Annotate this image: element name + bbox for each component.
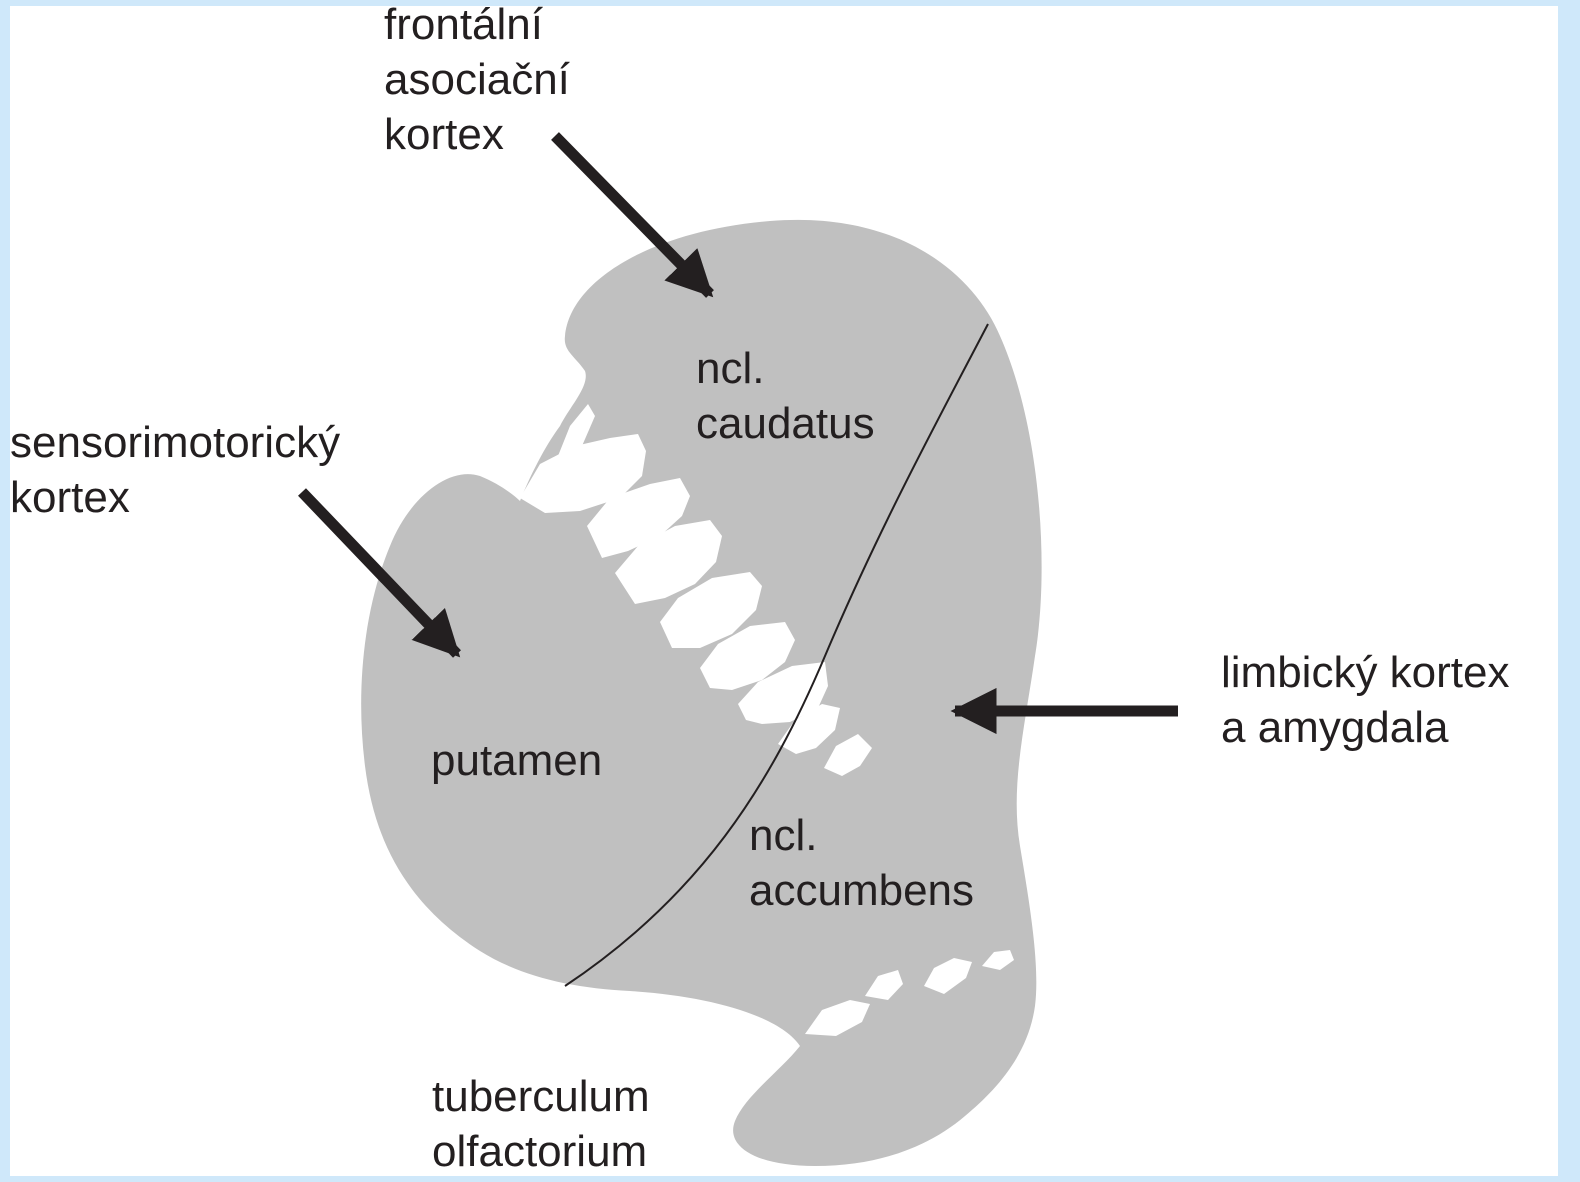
frontal-cortex-label: frontální asociační kortex: [384, 6, 570, 162]
tuberculum-olfactorium-label: tuberculum olfactorium: [432, 1069, 650, 1176]
label-line: caudatus: [696, 396, 875, 451]
label-line: limbický kortex: [1221, 645, 1510, 700]
label-line: accumbens: [749, 863, 974, 918]
accumbens-label: ncl. accumbens: [749, 808, 974, 918]
label-line: sensorimotorický: [10, 415, 340, 470]
label-line: asociační: [384, 52, 570, 107]
label-line: olfactorium: [432, 1124, 650, 1176]
sensorimotor-cortex-label: sensorimotorický kortex: [10, 415, 340, 525]
putamen-label: putamen: [431, 733, 602, 788]
caudatus-label: ncl. caudatus: [696, 341, 875, 451]
label-line: tuberculum: [432, 1069, 650, 1124]
diagram-canvas: frontální asociační kortex sensorimotori…: [10, 6, 1558, 1176]
label-line: ncl.: [696, 341, 875, 396]
label-line: kortex: [10, 470, 340, 525]
label-line: ncl.: [749, 808, 974, 863]
label-line: kortex: [384, 107, 570, 162]
label-line: putamen: [431, 733, 602, 788]
limbic-cortex-label: limbický kortex a amygdala: [1221, 645, 1510, 755]
label-line: frontální: [384, 6, 570, 52]
striatum-diagram: [10, 6, 1558, 1176]
label-line: a amygdala: [1221, 700, 1510, 755]
